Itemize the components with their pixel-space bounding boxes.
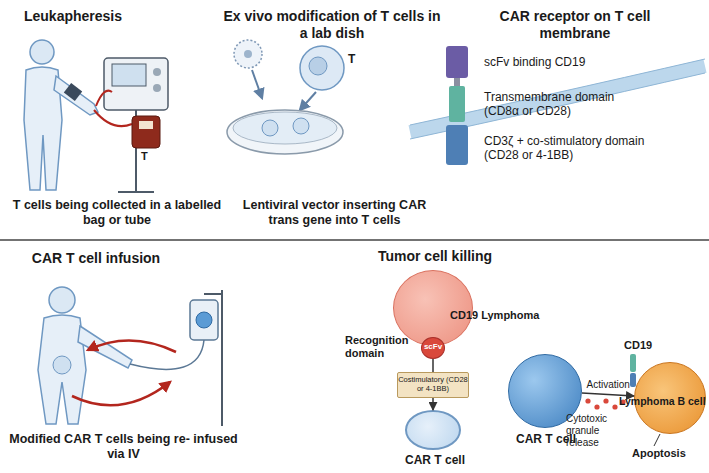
granule-label: Cytotoxic granule release xyxy=(566,413,630,449)
machine-knob xyxy=(153,84,161,92)
connector xyxy=(432,398,434,410)
granule xyxy=(585,398,590,403)
antigen-label: CD19 xyxy=(624,339,652,352)
panel-title: Ex vivo modification of T cells in a lab… xyxy=(222,8,442,42)
dish-cell xyxy=(293,118,309,134)
panel-title: Leukapheresis xyxy=(8,8,138,25)
bag-tag xyxy=(139,121,153,129)
iv-stand xyxy=(221,290,223,426)
vector-core xyxy=(244,50,252,58)
apheresis-machine xyxy=(104,58,168,110)
patient-arm xyxy=(78,326,132,368)
pressure-cuff xyxy=(64,83,82,101)
panel-title: CAR T cell infusion xyxy=(16,250,176,267)
circulation-arrow xyxy=(88,340,176,352)
panel-caption: Lentiviral vector inserting CAR trans ge… xyxy=(232,198,437,228)
costim-box: Costimulatory (CD28 or 4-1BB) xyxy=(397,372,469,398)
domain-label: scFv binding CD19 xyxy=(484,55,684,69)
signaling-domain xyxy=(446,125,468,165)
granule xyxy=(603,398,608,403)
domain-label: CD3ζ + co-stimulatory domain (CD28 or 4-… xyxy=(484,134,654,163)
panel-caption: Modified CAR T cells being re- infused v… xyxy=(6,432,241,462)
dish-rim xyxy=(233,112,337,144)
transmembrane-domain xyxy=(449,86,465,122)
node-text: Costimulatory (CD28 or 4-1BB) xyxy=(398,376,468,393)
scfv-domain: scFv xyxy=(421,337,445,359)
patient-head xyxy=(49,287,75,313)
blood-tube xyxy=(94,110,132,126)
machine-knob xyxy=(153,68,161,76)
car-t-cell: CAR T cell xyxy=(405,410,461,450)
car-t-in-body xyxy=(53,356,71,374)
node-text: CD19 Lymphoma xyxy=(450,309,539,322)
panel-title: CAR receptor on T cell membrane xyxy=(470,8,680,42)
edge-label: Activation xyxy=(586,379,629,391)
iv-hook xyxy=(204,293,222,295)
circulation-arrow xyxy=(72,382,170,405)
outcome-label: Apoptosis xyxy=(632,447,686,460)
transfer-arrow xyxy=(252,70,262,98)
blood-tube xyxy=(96,91,112,106)
transfer-arrow xyxy=(300,92,316,110)
t-cell xyxy=(300,46,344,90)
connector xyxy=(432,359,434,372)
car-receptor xyxy=(630,373,636,387)
dish-cell xyxy=(262,120,278,136)
apoptosis-leader xyxy=(654,434,660,446)
iv-bag xyxy=(190,300,218,340)
hinge xyxy=(454,78,460,86)
machine-base xyxy=(118,191,154,193)
node-text: scFv xyxy=(420,342,446,351)
scfv-domain xyxy=(446,46,468,78)
panel-divider xyxy=(0,239,709,241)
cell-label: T xyxy=(348,52,355,66)
granule xyxy=(612,404,617,409)
t-cell-nucleus xyxy=(309,57,327,75)
node-text: Lymphoma B cell xyxy=(619,395,706,407)
tube-label: T xyxy=(141,150,148,163)
node-text: CAR T cell xyxy=(387,454,483,468)
cd19-antigen xyxy=(630,354,636,372)
part-label: Recognition domain xyxy=(345,334,417,360)
machine-screen xyxy=(112,64,146,86)
granule xyxy=(594,404,599,409)
domain-label: Transmembrane domain (CD8α or CD28) xyxy=(484,90,634,119)
petri-dish xyxy=(227,110,343,154)
iv-line xyxy=(130,340,204,369)
bag-cell xyxy=(196,312,212,328)
lentiviral-vector xyxy=(234,40,262,68)
collection-bag xyxy=(132,116,160,148)
panel-title: Tumor cell killing xyxy=(360,248,510,265)
donor-arm xyxy=(54,76,98,115)
donor-head xyxy=(30,40,54,64)
lymphoma-b-cell: Lymphoma B cell xyxy=(634,362,706,434)
panel-caption: T cells being collected in a labelled ba… xyxy=(6,198,228,228)
